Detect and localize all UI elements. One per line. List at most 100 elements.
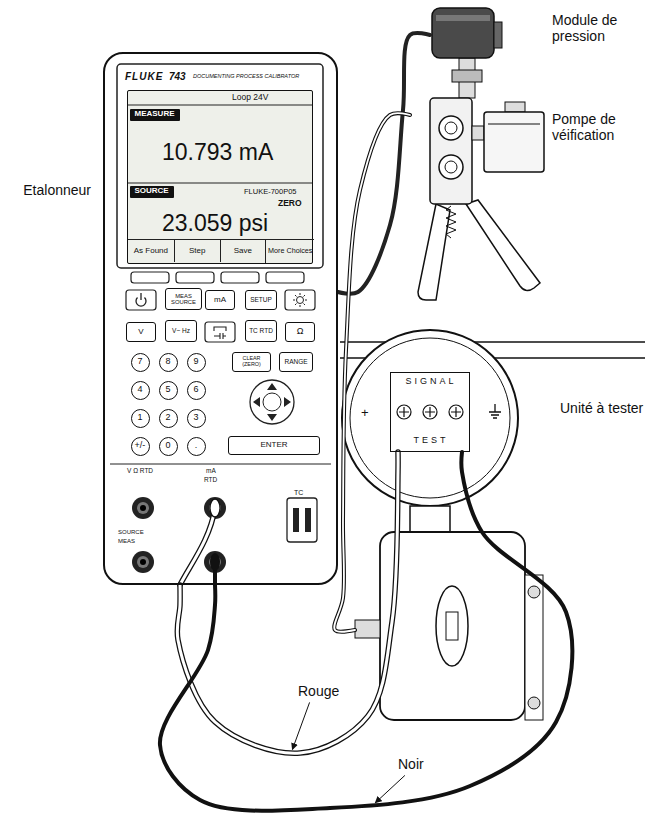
- calibrator-body: [128, 105, 312, 106]
- leader-line: [292, 702, 309, 749]
- red-test-lead: [177, 452, 398, 753]
- model-number: 743: [169, 71, 186, 83]
- power-key: [140, 293, 141, 300]
- connectors: [160, 33, 572, 811]
- test-pump: [484, 112, 544, 172]
- polarity-mark: +: [361, 406, 369, 420]
- transmitter: [342, 330, 518, 506]
- arrow-pad: [250, 380, 294, 424]
- key-label: .: [195, 441, 198, 450]
- leader-line: [375, 775, 405, 802]
- backlight-key: [293, 293, 307, 307]
- test-pump: Pompe de véification: [410, 95, 550, 300]
- key-label: 9: [193, 357, 198, 366]
- key-label: +/-: [135, 441, 146, 450]
- part-label: Pompe de véification: [552, 111, 650, 143]
- socket-label: TC: [294, 489, 303, 497]
- digit-key: 3: [187, 409, 206, 428]
- digit-key: 8: [159, 353, 178, 372]
- part-label: Module de pression: [552, 12, 650, 44]
- jack-label: V Ω RTD: [127, 467, 153, 474]
- key-label: mA: [214, 296, 226, 304]
- part-label: Unité à tester: [560, 400, 643, 416]
- jack-panel: [305, 508, 311, 532]
- digit-key: 9: [187, 353, 206, 372]
- test-lead-plug: [210, 499, 220, 517]
- test-pump: [418, 204, 450, 300]
- calibrator-body: [128, 183, 312, 184]
- softkey-button: [176, 272, 214, 283]
- test-lead-plug: [210, 553, 220, 571]
- terminal-screw: [397, 405, 463, 419]
- key-label: 1: [137, 413, 142, 422]
- pressure-module: [432, 8, 502, 98]
- digit-key: 0: [159, 437, 178, 456]
- power-key: [126, 290, 156, 310]
- test-pump: [439, 116, 463, 140]
- jack-label: SOURCE: [118, 529, 144, 536]
- pressure-module: Module de pression: [430, 6, 500, 62]
- key-label: 5: [165, 385, 170, 394]
- jack-panel: [140, 559, 146, 565]
- source-reading: 23.059 psi: [162, 212, 268, 235]
- test-pump: [446, 206, 456, 238]
- key-label: TC RTD: [249, 328, 273, 335]
- arrow-pad: [253, 383, 291, 421]
- test-lead-plug: [180, 499, 220, 585]
- transmitter: [350, 338, 510, 498]
- digit-key: .: [187, 437, 206, 456]
- zero-flag: ZERO: [278, 199, 302, 209]
- black-test-lead: [160, 452, 572, 811]
- terminal-label: TEST: [391, 435, 468, 445]
- jack-panel: [132, 551, 154, 573]
- terminal-screw: [423, 405, 437, 419]
- transmitter: [410, 506, 450, 532]
- softkey-button: [131, 272, 169, 283]
- test-pump: [418, 98, 544, 300]
- test-pump: [488, 124, 540, 125]
- softkey-label: More Choices: [268, 247, 312, 255]
- digit-key: 1: [131, 409, 150, 428]
- brand-logo: FLUKE: [125, 71, 163, 83]
- function-key: TC RTD: [245, 320, 277, 342]
- key-label: 3: [193, 413, 198, 422]
- softkey-label-cell: Save: [220, 239, 266, 263]
- pressure-key: [214, 327, 226, 339]
- test-pump: [466, 200, 540, 291]
- enter-key: ENTER: [228, 436, 320, 455]
- device-label: Etalonneur: [23, 182, 91, 198]
- terminal-screw: [449, 405, 463, 419]
- terminal-block: SIGNALTEST: [390, 372, 470, 452]
- model-name: DOCUMENTING PROCESS CALIBRATOR: [193, 73, 299, 79]
- calibrator-body: [103, 52, 338, 585]
- softkey-label: As Found: [134, 247, 168, 255]
- transmitter: [525, 575, 543, 720]
- key-label: CLEAR (ZERO): [233, 356, 270, 367]
- softkey-button: [266, 272, 304, 283]
- jack-panel: [110, 464, 331, 465]
- tab-label: MEASURE: [134, 110, 174, 118]
- softkey-label: Save: [234, 247, 252, 255]
- terminal-screw: [397, 405, 411, 419]
- backlight-key: [297, 297, 304, 304]
- test-pump: [439, 155, 463, 179]
- jack-panel: [287, 498, 317, 542]
- test-pump: [445, 122, 457, 134]
- softkey-label-cell: More Choices: [265, 239, 314, 263]
- softkey-label-cell: As Found: [128, 239, 174, 263]
- transmitter: [446, 612, 458, 640]
- pressure-module: [432, 8, 494, 58]
- jack-panel: [132, 497, 154, 519]
- key-label: RANGE: [284, 359, 307, 366]
- transmitter: [528, 697, 540, 709]
- function-key: Ω: [285, 322, 315, 342]
- pressure-module: [494, 22, 502, 48]
- measure-reading: 10.793 mA: [162, 141, 273, 164]
- power-key: [126, 290, 156, 310]
- tab-label: SOURCE: [134, 187, 168, 195]
- transmitter: [436, 586, 468, 666]
- terminal-screw: [425, 407, 435, 417]
